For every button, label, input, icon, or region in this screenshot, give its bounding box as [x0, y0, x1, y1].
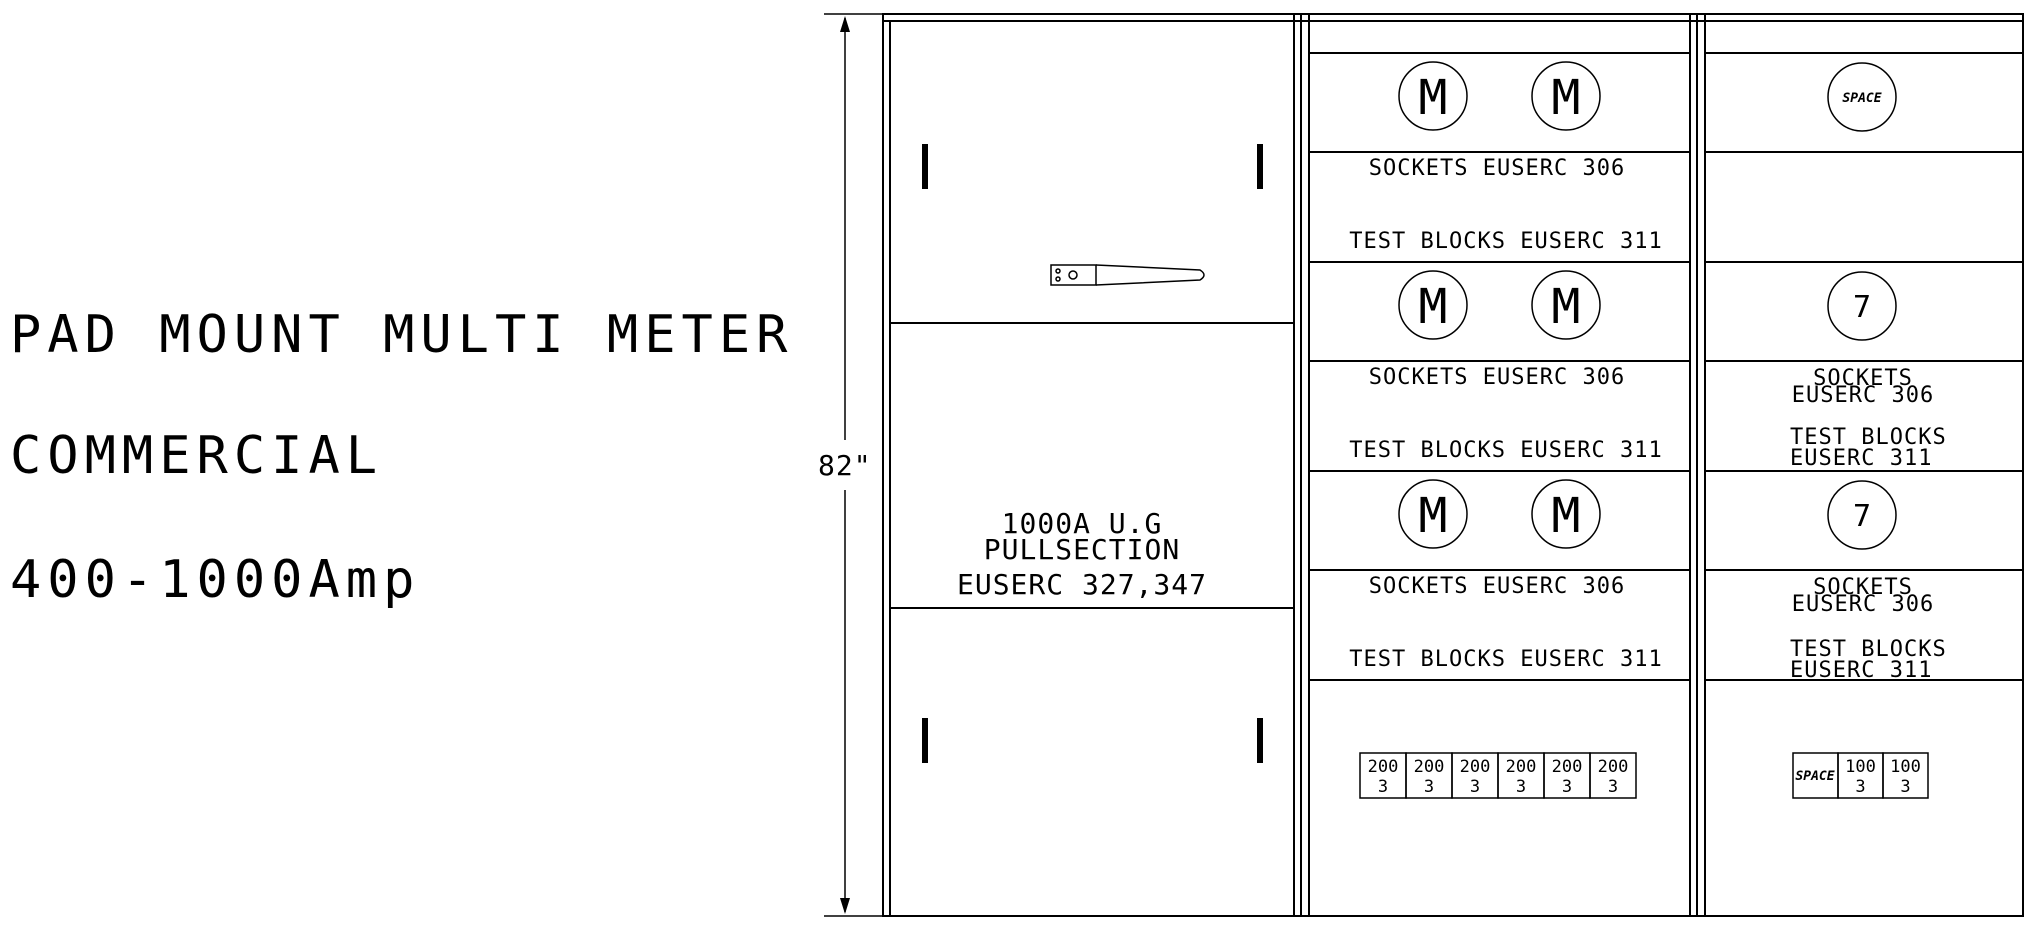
breaker-poles: 3	[1516, 777, 1526, 797]
breaker-poles: 3	[1608, 777, 1618, 797]
test-blocks-label: TEST BLOCKS	[1790, 425, 1947, 450]
door-handle-icon	[1050, 264, 1205, 286]
svg-text:M: M	[1419, 279, 1448, 335]
meter-column-right: SPACE 7 7 SOCKETS EUSERC 306 TEST BLOCKS…	[1705, 52, 2023, 799]
cabinet-outline	[882, 13, 2024, 917]
sockets-label: SOCKETS	[1813, 366, 1913, 391]
arrow-down-icon	[840, 898, 850, 914]
pullsection-label-2: PULLSECTION	[984, 533, 1180, 566]
sockets-label: SOCKETS	[1813, 575, 1913, 600]
sockets-label: SOCKETS EUSERC 306	[1369, 574, 1625, 599]
svg-text:M: M	[1552, 279, 1581, 335]
breaker-amps: 200	[1414, 757, 1445, 777]
breaker-space-label: SPACE	[1795, 769, 1834, 784]
breaker-amps: 200	[1368, 757, 1399, 777]
meter-icon: 7	[1827, 271, 1897, 341]
breaker-poles: 3	[1378, 777, 1388, 797]
sockets-label: SOCKETS EUSERC 306	[1369, 156, 1625, 181]
meter-icon: M	[1531, 479, 1601, 549]
svg-text:7: 7	[1853, 499, 1871, 534]
breaker-amps: 200	[1506, 757, 1537, 777]
breaker-amps: 100	[1890, 757, 1921, 777]
test-blocks-label: TEST BLOCKS	[1790, 637, 1947, 662]
meter-icon: M	[1531, 61, 1601, 131]
hinge-icon	[1257, 144, 1263, 189]
hinge-icon	[922, 718, 928, 763]
hinge-icon	[922, 144, 928, 189]
sockets-label: SOCKETS EUSERC 306	[1369, 365, 1625, 390]
svg-text:M: M	[1552, 70, 1581, 126]
meter-icon: 7	[1827, 480, 1897, 550]
svg-text:7: 7	[1853, 290, 1871, 325]
meter-column-middle: M M M M M M SOCKETS EUSERC 306 TEST BLOC…	[1309, 52, 1690, 799]
sockets-label: EUSERC 306	[1792, 592, 1934, 617]
breaker-poles: 3	[1470, 777, 1480, 797]
title-line-3: 400-1000Amp	[10, 550, 420, 610]
meter-icon: M	[1398, 61, 1468, 131]
test-blocks-label: TEST BLOCKS EUSERC 311	[1349, 438, 1662, 463]
breaker-poles: 3	[1855, 777, 1865, 797]
sockets-label: EUSERC 306	[1792, 383, 1934, 408]
test-blocks-label: TEST BLOCKS EUSERC 311	[1349, 647, 1662, 672]
breaker-amps: 100	[1845, 757, 1876, 777]
hinge-icon	[1257, 718, 1263, 763]
breaker-poles: 3	[1900, 777, 1910, 797]
arrow-up-icon	[840, 16, 850, 32]
meter-icon: M	[1398, 479, 1468, 549]
breaker-amps: 200	[1552, 757, 1583, 777]
space-icon: SPACE	[1827, 62, 1897, 132]
breaker-amps: 200	[1598, 757, 1629, 777]
pullsection-label-1: 1000A U.G	[1002, 507, 1163, 540]
test-blocks-label: EUSERC 311	[1790, 446, 1932, 471]
height-label: 82"	[818, 449, 872, 482]
pull-section: 1000A U.G PULLSECTION EUSERC 327,347	[890, 144, 1294, 763]
breaker-poles: 3	[1424, 777, 1434, 797]
pullsection-label-3: EUSERC 327,347	[957, 568, 1207, 601]
svg-text:M: M	[1419, 70, 1448, 126]
title-line-2: COMMERCIAL	[10, 426, 383, 486]
svg-text:SPACE: SPACE	[1842, 91, 1881, 106]
test-blocks-label: EUSERC 311	[1790, 658, 1932, 683]
svg-text:M: M	[1552, 488, 1581, 544]
svg-text:M: M	[1419, 488, 1448, 544]
test-blocks-label: TEST BLOCKS EUSERC 311	[1349, 229, 1662, 254]
height-dimension: 82"	[818, 13, 882, 917]
meter-icon: M	[1531, 270, 1601, 340]
meter-icon: M	[1398, 270, 1468, 340]
breaker-amps: 200	[1460, 757, 1491, 777]
title-line-1: PAD MOUNT MULTI METER	[10, 305, 793, 365]
breaker-poles: 3	[1562, 777, 1572, 797]
